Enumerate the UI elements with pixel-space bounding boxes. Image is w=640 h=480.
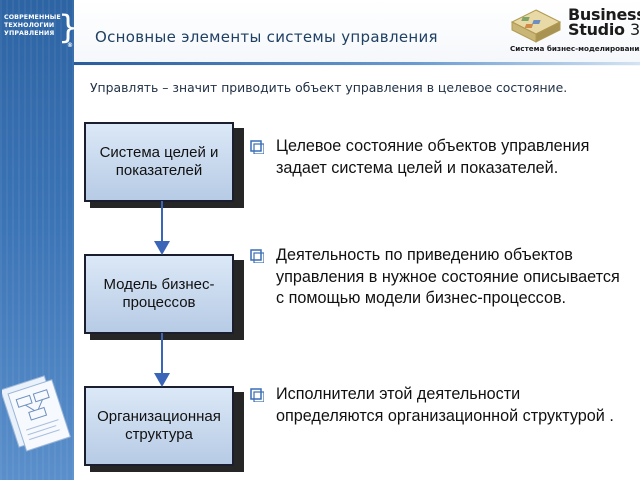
business-studio-logo: Business Studio 3 Система бизнес-моделир… (508, 4, 640, 56)
header-divider (74, 62, 640, 65)
checkbox-bullet-icon (250, 140, 264, 154)
company-logo: СОВРЕМЕННЫЕ ТЕХНОЛОГИИ УПРАВЛЕНИЯ } ® (4, 11, 78, 50)
logo-line-1: СОВРЕМЕННЫЕ (4, 14, 61, 21)
logo-tagline: Система бизнес-моделирования (510, 44, 640, 53)
logo-registered-mark: ® (67, 42, 74, 49)
box-line: Организационная (97, 408, 221, 425)
documents-illustration-icon (2, 375, 71, 452)
left-decor-strip: СОВРЕМЕННЫЕ ТЕХНОЛОГИИ УПРАВЛЕНИЯ } ® (0, 0, 78, 480)
logo-word-studio: Studio 3 (568, 22, 640, 38)
box-line: структура (125, 426, 193, 443)
logo-word-business: Business (568, 5, 640, 24)
box-process-model: Модель бизнес- процессов (84, 254, 234, 334)
arrow-down-icon (154, 201, 170, 255)
bullet-text: Деятельность по приведению объектов упра… (276, 246, 620, 308)
bullet-text: Целевое состояние объектов управления за… (276, 137, 590, 177)
checkbox-bullet-icon (250, 388, 264, 402)
logo-line-3: УПРАВЛЕНИЯ (4, 30, 55, 37)
checkbox-bullet-icon (250, 249, 264, 263)
box-goals-system: Система целей и показателей (84, 122, 234, 202)
box-line: Модель бизнес- (103, 276, 215, 293)
box-line: Система целей и (99, 144, 219, 161)
bullet-text: Исполнители этой деятельности определяют… (276, 385, 614, 425)
page-title: Основные элементы системы управления (95, 28, 438, 46)
box-org-structure: Организационная структура (84, 386, 234, 466)
box-line: процессов (122, 294, 196, 311)
box-line: показателей (115, 162, 203, 179)
logo-word-studio-text: Studio (568, 20, 625, 39)
logo-line-2: ТЕХНОЛОГИИ (4, 22, 55, 29)
logo-brace-icon: } (58, 8, 79, 46)
subtitle: Управлять – значит приводить объект упра… (90, 80, 568, 95)
business-studio-cube-icon (510, 9, 562, 43)
logo-version: 3 (629, 20, 640, 39)
arrow-down-icon (154, 333, 170, 387)
